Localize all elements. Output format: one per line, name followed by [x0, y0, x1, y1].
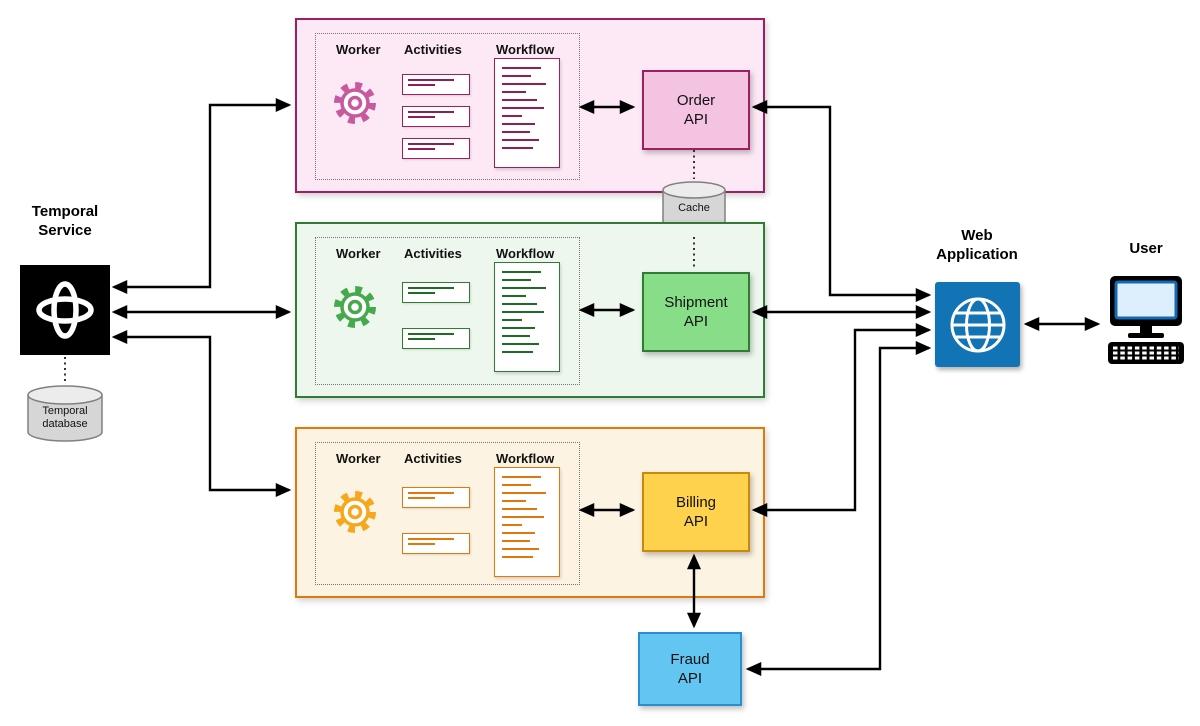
worker-column-label: Worker: [336, 451, 381, 466]
temporal-database-label-line1: Temporal: [42, 405, 88, 417]
activities-column-label: Activities: [404, 451, 462, 466]
gear-icon: [332, 284, 378, 335]
activities-column-label: Activities: [404, 246, 462, 261]
temporal-service-label-line1: Temporal: [31, 203, 99, 220]
arrow-temporal-order-group: [111, 97, 292, 295]
order-api-label-line1: Order: [676, 91, 716, 109]
billing-api-box: Billing API: [642, 472, 750, 552]
user-label: User: [1104, 240, 1188, 259]
web-application-box: [935, 282, 1020, 367]
web-application-label-line2: Application: [936, 245, 1018, 263]
temporal-database-cylinder: Temporal database: [26, 384, 104, 444]
gear-icon: [332, 80, 378, 131]
cache-label: Cache: [661, 202, 727, 215]
billing-worker-dotted-box: Worker Activities Workflow: [315, 442, 580, 585]
order-api-label-line2: API: [683, 111, 709, 128]
shipment-api-box: Shipment API: [642, 272, 750, 352]
activity-card: [402, 533, 470, 554]
user-computer-icon: [1102, 274, 1190, 371]
fraud-api-label-line1: Fraud: [670, 650, 710, 668]
arrow-order-api-webapp: [751, 99, 932, 303]
order-api-box: Order API: [642, 70, 750, 150]
temporal-service-label: Temporal Service: [8, 203, 122, 241]
temporal-logo-icon: [36, 281, 94, 339]
gear-icon: [332, 489, 378, 540]
fraud-api-label-line2: API: [677, 670, 703, 687]
activity-cards: [402, 282, 470, 374]
arrow-fraud-api-webapp: [745, 340, 932, 677]
web-application-label-line1: Web: [961, 227, 993, 244]
workflow-document: [494, 467, 560, 577]
worker-column-label: Worker: [336, 246, 381, 261]
temporal-database-label: Temporal database: [26, 405, 104, 431]
order-worker-dotted-box: Worker Activities Workflow: [315, 33, 580, 180]
temporal-database-label-line2: database: [42, 418, 88, 431]
temporal-service-label-line2: Service: [38, 221, 92, 239]
shipment-worker-group-panel: Worker Activities Workflow Shipment A: [295, 222, 765, 398]
activities-column-label: Activities: [404, 42, 462, 57]
activity-card: [402, 328, 470, 349]
cache-label-text: Cache: [678, 202, 710, 214]
activity-card: [402, 487, 470, 508]
temporal-service-box: [20, 265, 110, 355]
activity-card: [402, 138, 470, 159]
fraud-api-box: Fraud API: [638, 632, 742, 706]
web-application-label: Web Application: [912, 227, 1042, 265]
workflow-document: [494, 58, 560, 168]
order-worker-group-panel: Worker Activities Workflow Order: [295, 18, 765, 193]
database-cylinder-icon: [27, 385, 103, 442]
globe-icon: [950, 297, 1005, 352]
billing-api-label-line2: API: [683, 513, 709, 530]
shipment-api-label-line2: API: [683, 313, 709, 330]
user-label-text: User: [1129, 240, 1163, 257]
activity-card: [402, 106, 470, 127]
activity-card: [402, 282, 470, 303]
arrow-temporal-billing-group: [111, 329, 292, 498]
shipment-worker-dotted-box: Worker Activities Workflow: [315, 237, 580, 385]
workflow-column-label: Workflow: [496, 246, 555, 261]
billing-worker-group-panel: Worker Activities Workflow Billing AP: [295, 427, 765, 598]
workflow-document: [494, 262, 560, 372]
activity-cards: [402, 74, 470, 170]
workflow-column-label: Workflow: [496, 42, 555, 57]
billing-api-label-line1: Billing: [675, 493, 717, 511]
activity-card: [402, 74, 470, 95]
arrow-billing-api-webapp: [751, 322, 932, 518]
worker-column-label: Worker: [336, 42, 381, 57]
workflow-column-label: Workflow: [496, 451, 555, 466]
shipment-api-label-line1: Shipment: [664, 293, 728, 311]
activity-cards: [402, 487, 470, 579]
